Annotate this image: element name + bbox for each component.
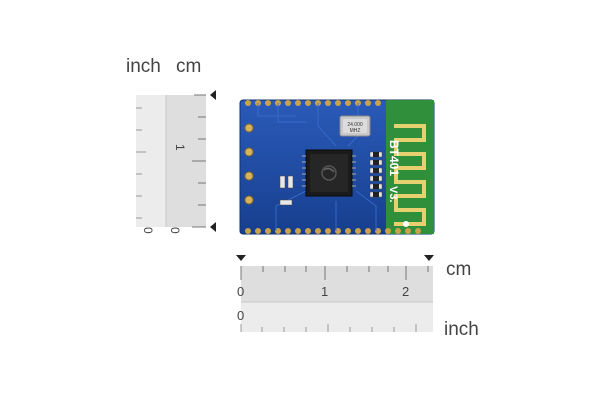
h-cm-tick-2: 2 — [402, 284, 409, 299]
horizontal-inch-label: inch — [444, 319, 479, 340]
vertical-cm-one: 1 — [173, 144, 187, 151]
top-pin-row — [245, 100, 381, 106]
vertical-zero-cm: 0 — [168, 227, 182, 234]
h-cm-tick-0: 0 — [237, 284, 244, 299]
vertical-cm-label: cm — [176, 56, 202, 77]
left-pads — [244, 123, 254, 205]
vertical-inch-label: inch — [126, 56, 161, 77]
bt401-module: 24.000 MHZ BT401 V3. — [239, 99, 435, 235]
vertical-zero-inch: 0 — [141, 227, 155, 234]
h-inch-zero: 0 — [237, 308, 244, 323]
crystal-text-2: MHZ — [350, 128, 361, 134]
vertical-ruler: 1 0 0 — [136, 90, 216, 234]
silkscreen-model: BT401 — [387, 140, 401, 176]
bottom-pin-row — [245, 228, 421, 234]
horizontal-cm-label: cm — [446, 259, 472, 280]
h-cm-tick-1: 1 — [321, 284, 328, 299]
horizontal-ruler: 0 1 2 0 — [236, 255, 434, 332]
silkscreen-version: V3. — [387, 186, 399, 203]
crystal-text-1: 24.000 — [347, 122, 363, 128]
